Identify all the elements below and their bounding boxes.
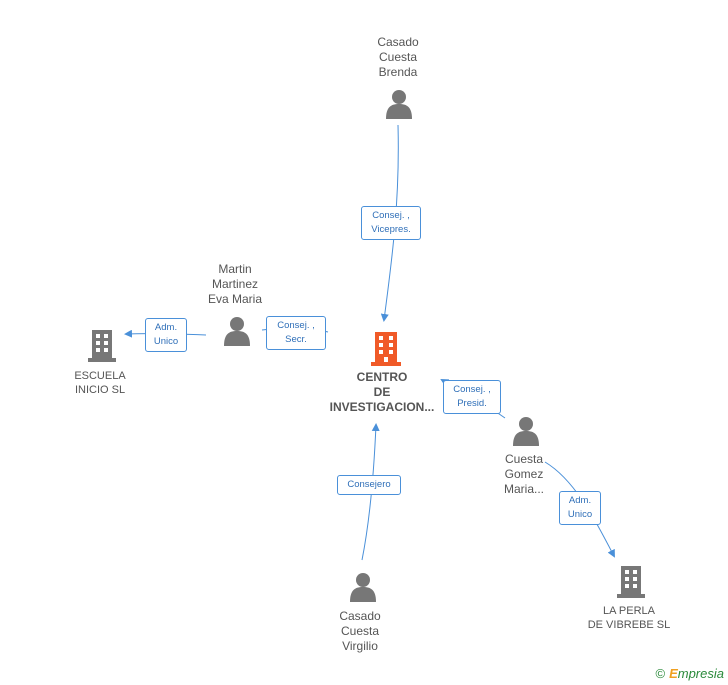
person-name: Casado Cuesta Brenda [377, 35, 419, 79]
person-icon [350, 573, 376, 602]
person-icon [224, 317, 250, 346]
relation-label-martin-center[interactable]: Consej. , Secr. [266, 316, 326, 350]
relation-label-martin-escuela[interactable]: Adm. Unico [145, 318, 187, 352]
building-icon [617, 566, 645, 598]
relation-label-brenda-center[interactable]: Consej. , Vicepres. [361, 206, 421, 240]
brand-logo-text: mpresia [677, 666, 724, 681]
company-name: ESCUELA INICIO SL [74, 370, 126, 396]
relation-label-cuesta-center[interactable]: Consej. , Presid. [443, 380, 501, 414]
person-name: Cuesta Gomez Maria... [503, 452, 544, 496]
relation-label-virgilio-center[interactable]: Consejero [337, 475, 401, 495]
building-icon [371, 332, 401, 366]
person-icon [513, 417, 539, 446]
brand-logo-letter: E [669, 666, 678, 681]
copyright-symbol: © [655, 666, 666, 681]
person-name: Martin Martinez Eva Maria [207, 262, 263, 306]
person-name: Casado Cuesta Virgilio [339, 609, 381, 653]
company-name: CENTRO DE INVESTIGACION... [329, 370, 435, 414]
company-name: LA PERLA DE VIBREBE SL [587, 605, 671, 631]
brand-footer: ©Empresia [655, 666, 724, 681]
person-icon [386, 90, 412, 119]
building-icon [88, 330, 116, 362]
relation-label-cuesta-perla[interactable]: Adm. Unico [559, 491, 601, 525]
